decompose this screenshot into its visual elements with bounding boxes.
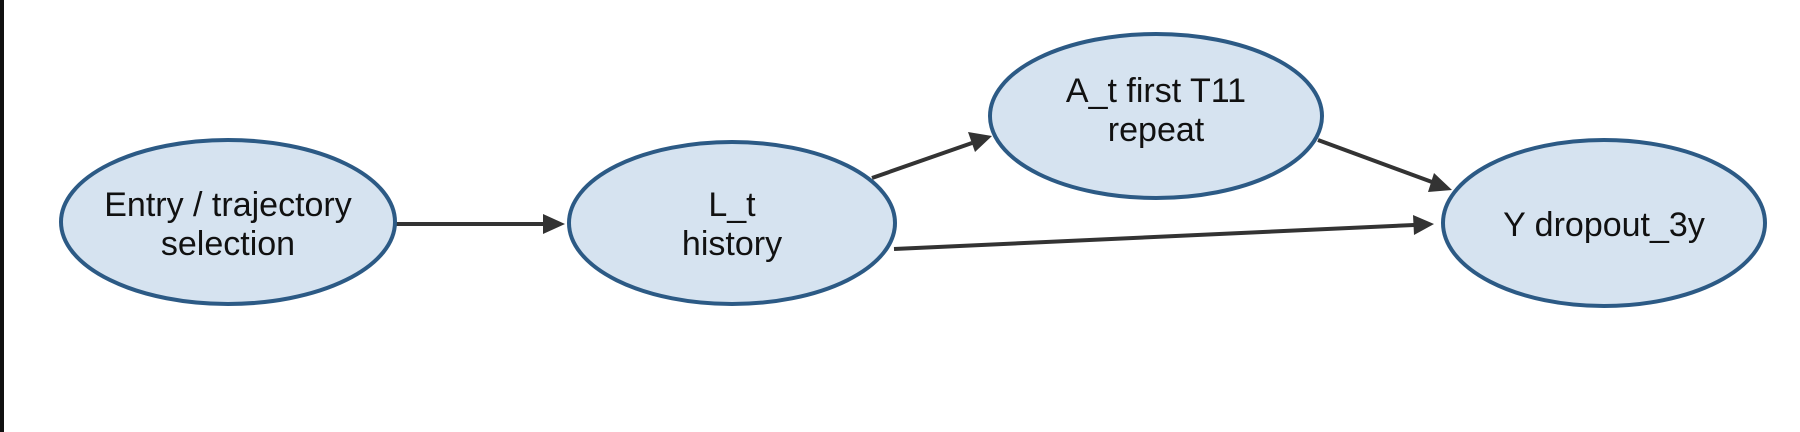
- node-lt[interactable]: L_t history: [567, 140, 897, 306]
- node-lt-label-line2: history: [682, 225, 782, 263]
- node-lt-label-line1: L_t: [708, 186, 756, 224]
- left-border-line: [0, 0, 4, 432]
- edge-at-to-y: [1317, 138, 1452, 192]
- node-entry-label-line1: Entry / trajectory: [104, 186, 352, 224]
- node-at-label-line2: repeat: [1108, 111, 1205, 149]
- edge-lt-to-at: [871, 132, 992, 180]
- node-entry-label-line2: selection: [161, 225, 295, 263]
- node-y[interactable]: Y dropout_3y: [1441, 138, 1767, 308]
- edge-entry-to-lt: [394, 214, 565, 234]
- edge-lt-to-y: [893, 215, 1434, 251]
- node-entry[interactable]: Entry / trajectory selection: [59, 138, 397, 306]
- node-y-label: Y dropout_3y: [1503, 206, 1705, 244]
- node-at-label-line1: A_t first T11: [1066, 72, 1246, 110]
- node-at[interactable]: A_t first T11 repeat: [988, 32, 1324, 200]
